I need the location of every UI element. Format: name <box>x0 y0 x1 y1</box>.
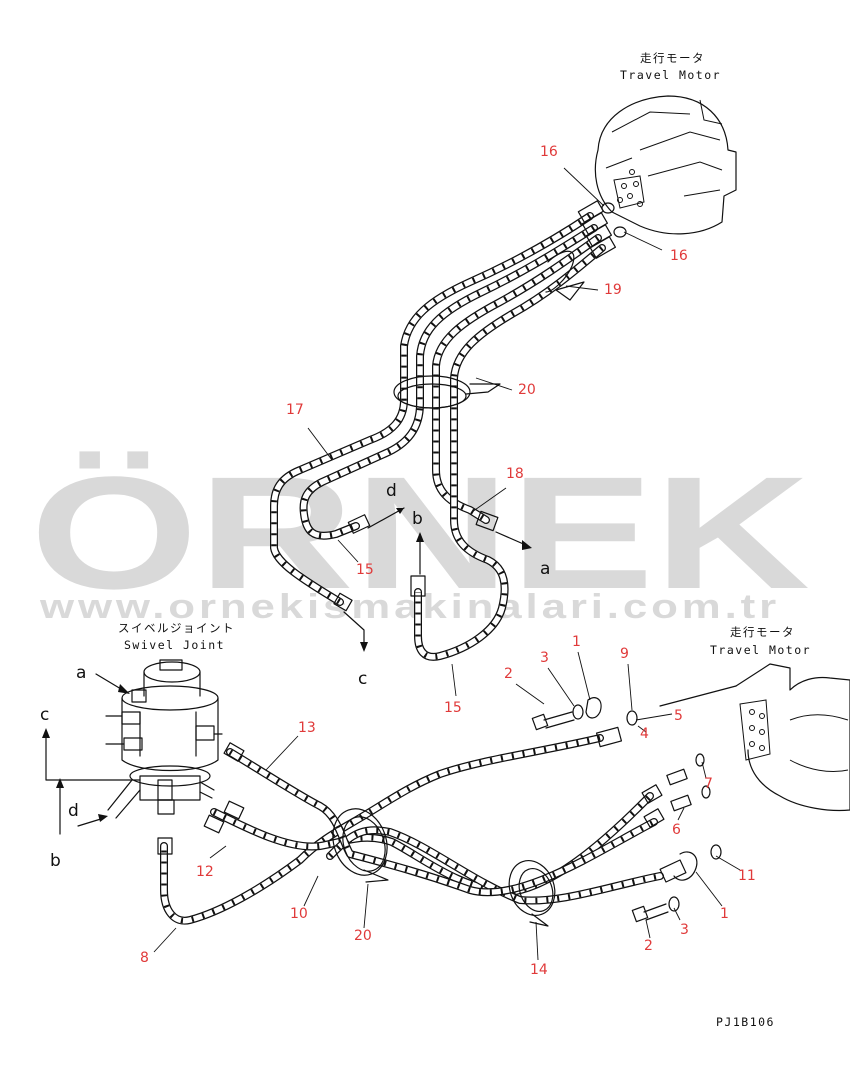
travel-motor-top-label-en: Travel Motor <box>620 68 721 82</box>
watermark-url: www.ornekismakinalari.com.tr <box>39 588 780 626</box>
swivel-joint <box>105 659 223 819</box>
letter-b-lower: b <box>50 851 61 871</box>
swivel-joint-label-jp: スイベルジョイント <box>118 621 235 635</box>
travel-motor-lower <box>659 663 850 812</box>
callout-16-b: 16 <box>670 248 688 264</box>
callout-15-a: 15 <box>356 562 374 578</box>
callout-10: 10 <box>290 906 308 922</box>
callout-1-b: 1 <box>720 906 729 922</box>
callout-2-a: 2 <box>504 666 513 682</box>
callout-11: 11 <box>738 868 756 884</box>
letter-a-lower: a <box>76 663 86 683</box>
callout-19: 19 <box>604 282 622 298</box>
callout-3-b: 3 <box>680 922 689 938</box>
letter-d-upper: d <box>386 481 397 501</box>
upper-hoses <box>270 212 606 661</box>
letter-d-lower: d <box>68 801 79 821</box>
lower-fittings <box>157 726 698 883</box>
callout-18: 18 <box>506 466 524 482</box>
letter-c-lower: c <box>40 705 49 725</box>
letter-b-upper: b <box>412 509 423 529</box>
travel-motor-upper <box>594 95 737 235</box>
callout-16-a: 16 <box>540 144 558 160</box>
callout-17: 17 <box>286 402 304 418</box>
callout-20-a: 20 <box>518 382 536 398</box>
travel-motor-right-label-jp: 走行モータ <box>730 625 795 639</box>
callout-1-a: 1 <box>572 634 581 650</box>
callout-9: 9 <box>620 646 629 662</box>
lower-clamps <box>332 808 556 927</box>
lower-hoses <box>160 734 664 925</box>
travel-motor-right-label-en: Travel Motor <box>710 643 811 657</box>
callout-4: 4 <box>640 726 649 742</box>
leader-lines <box>153 167 741 961</box>
callout-5: 5 <box>674 708 683 724</box>
callout-6: 6 <box>672 822 681 838</box>
direction-arrows <box>42 507 532 835</box>
hardware-parts <box>531 697 722 923</box>
callout-2-b: 2 <box>644 938 653 954</box>
callout-8: 8 <box>140 950 149 966</box>
drawing-code: PJ1B106 <box>716 1015 775 1029</box>
callout-20-b: 20 <box>354 928 372 944</box>
letter-c-upper: c <box>358 669 367 689</box>
letter-a-upper: a <box>540 559 550 579</box>
travel-motor-top-label-jp: 走行モータ <box>640 51 705 65</box>
callout-14: 14 <box>530 962 548 978</box>
callout-15-b: 15 <box>444 700 462 716</box>
callout-13: 13 <box>298 720 316 736</box>
callout-3-a: 3 <box>540 650 549 666</box>
watermark: ÖRNEK www.ornekismakinalari.com.tr <box>30 443 810 626</box>
callouts: 16 16 19 20 17 18 15 15 2 3 1 9 5 4 13 7… <box>140 144 756 978</box>
upper-fittings <box>333 200 627 612</box>
callout-7: 7 <box>704 776 713 792</box>
swivel-joint-label-en: Swivel Joint <box>124 638 225 652</box>
callout-12: 12 <box>196 864 214 880</box>
upper-clamps <box>393 250 585 409</box>
